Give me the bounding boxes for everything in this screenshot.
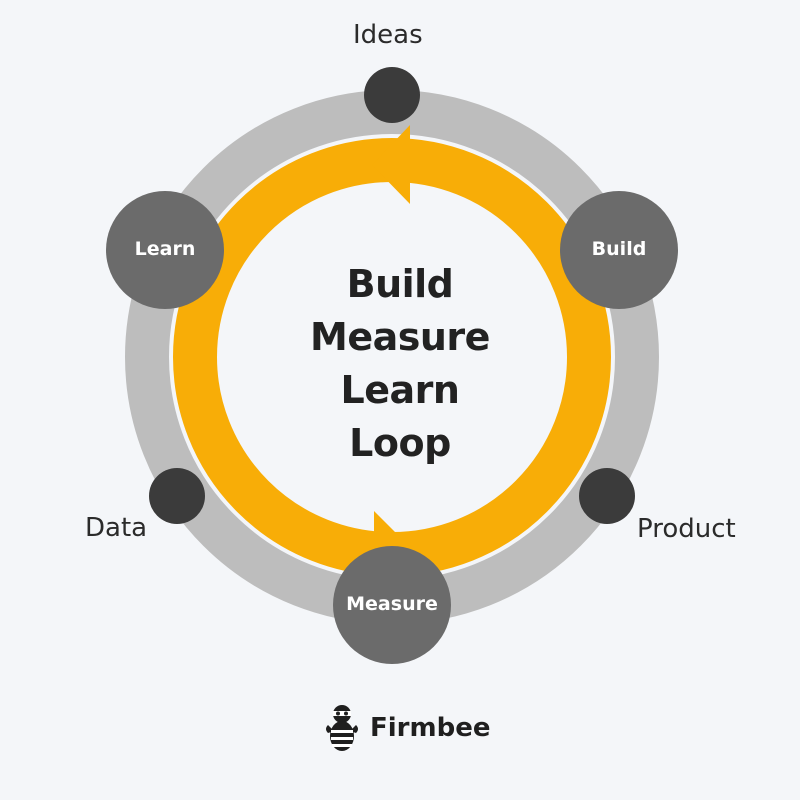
measure-node (333, 546, 451, 664)
title-line: Learn (340, 368, 460, 412)
data-label: Data (85, 513, 148, 543)
title-line: Measure (310, 315, 490, 359)
ideas-label: Ideas (353, 20, 423, 50)
learn-node (106, 191, 224, 309)
arrow-top-icon (372, 125, 410, 204)
measure-label: Measure (346, 593, 438, 615)
learn-label: Learn (134, 238, 196, 260)
build-node (560, 191, 678, 309)
product-label: Product (637, 514, 736, 544)
ideas-dot (364, 67, 420, 123)
brand-name: Firmbee (370, 713, 491, 743)
build-label: Build (591, 238, 647, 260)
title-line: Loop (349, 421, 451, 465)
diagram-title: Build Measure Learn Loop (250, 258, 550, 470)
data-dot (149, 468, 205, 524)
title-line: Build (346, 262, 454, 306)
bee-logo-icon (326, 705, 358, 751)
product-dot (579, 468, 635, 524)
brand-logo: Firmbee (322, 700, 490, 756)
